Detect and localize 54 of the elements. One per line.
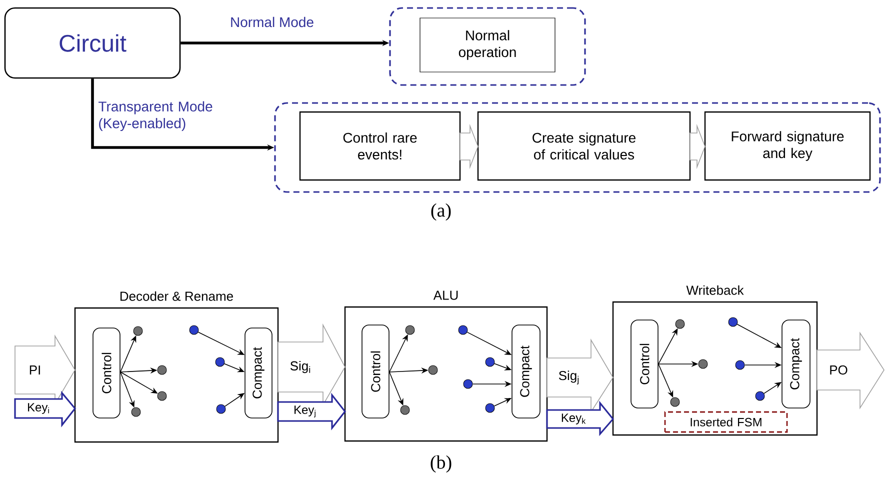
edge-label: PI [30, 366, 40, 374]
edge-label: Key$_{k}$ [562, 414, 586, 424]
node-label: ALU [433, 290, 458, 300]
logic-block: Compact [244, 328, 272, 418]
block-arrow [277, 392, 346, 430]
signal-dot [670, 397, 680, 407]
logic-block: Control [630, 320, 658, 408]
group-frame [274, 102, 881, 193]
node-label: Writeback [686, 285, 744, 295]
process-box: Create signature of critical values [477, 111, 691, 181]
signal-dot [458, 325, 468, 335]
signal-dot [133, 326, 143, 336]
process-box: Forward signature and key [704, 111, 871, 181]
block-arrow [14, 390, 76, 428]
signal-dot [157, 391, 167, 401]
signal-dot [485, 357, 495, 367]
signal-dot [463, 379, 473, 389]
signal-dot [485, 403, 495, 413]
block-arrow [460, 124, 478, 170]
signal-dot [216, 404, 226, 414]
process-box: Control rare events! [299, 111, 461, 181]
signal-dot [698, 359, 708, 369]
edge-label: Transparent Mode (Key-enabled) [98, 101, 212, 132]
block-arrow [816, 332, 884, 410]
edge-label: PO [830, 365, 848, 375]
logic-block: Control [362, 324, 390, 418]
signal-dot [755, 391, 765, 401]
logic-block: Control [92, 328, 120, 418]
edge-label: Sig$_{j}$ [558, 370, 579, 384]
logic-block: Compact [782, 320, 810, 408]
node-label: Decoder & Rename [120, 291, 233, 301]
signal-dot [428, 365, 438, 375]
block-arrow [690, 124, 706, 170]
signal-dot [215, 357, 225, 367]
process-box: Normal operation [420, 18, 556, 72]
signal-dot [405, 325, 415, 335]
signal-dot [735, 360, 745, 370]
edge-label: Key$_{j}$ [294, 406, 316, 418]
logic-block: Compact [512, 324, 540, 418]
fsm-box: Inserted FSM [664, 411, 788, 433]
block-arrow [546, 400, 614, 436]
edge-label: Key$_{i}$ [28, 403, 49, 414]
edge-label: Sig$_{i}$ [290, 360, 310, 374]
signal-dot [728, 317, 738, 327]
panel-caption: (b) [430, 455, 452, 473]
signal-dot [675, 319, 685, 329]
group-frame [389, 7, 586, 86]
signal-dot [189, 325, 199, 335]
circuit-box: Circuit [4, 7, 181, 79]
panel-caption: (a) [431, 203, 451, 221]
signal-dot [131, 407, 141, 417]
edge-label: Normal Mode [231, 16, 314, 28]
signal-dot [400, 405, 410, 415]
signal-dot [157, 365, 167, 375]
